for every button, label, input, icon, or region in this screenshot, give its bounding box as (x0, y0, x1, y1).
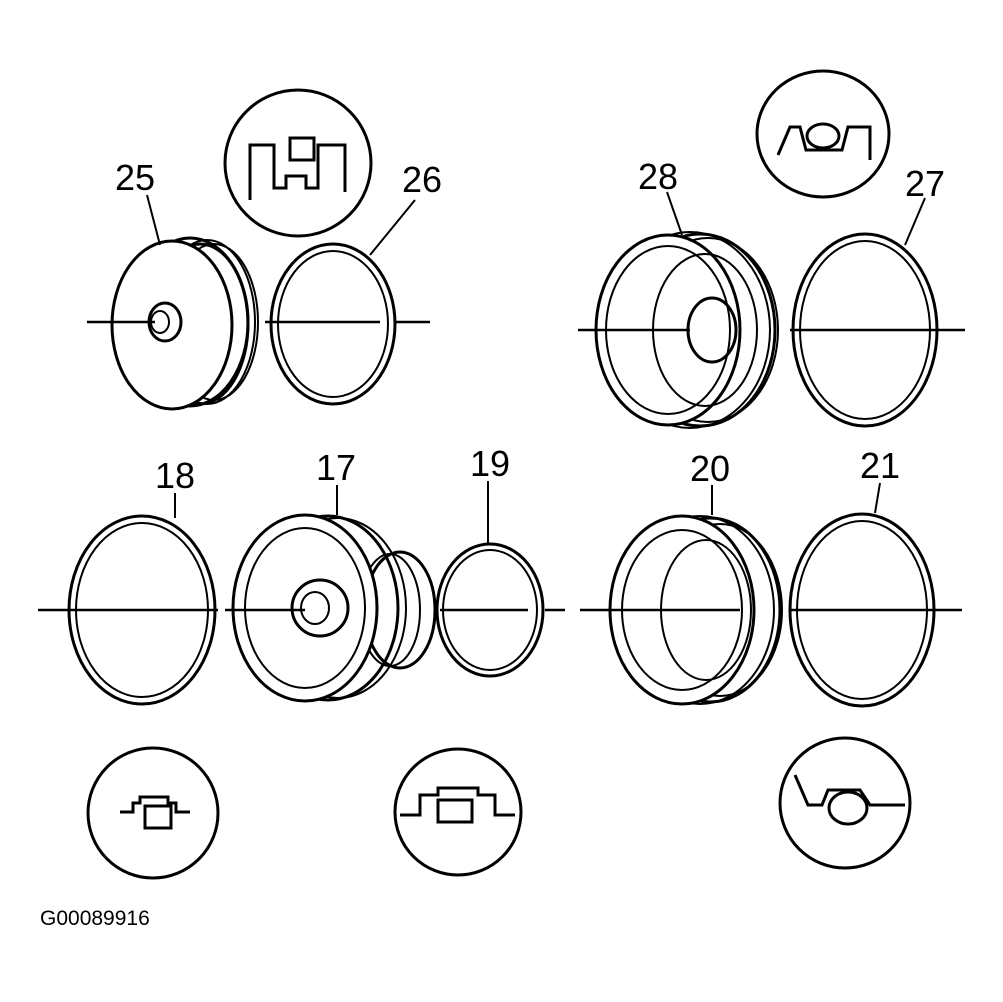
detail-circle-upper-right (755, 69, 891, 199)
callout-19: 19 (470, 443, 510, 484)
detail-circle-lower-middle (393, 747, 523, 877)
part-28-piston (578, 231, 779, 429)
part-17-piston (225, 513, 437, 703)
part-26-seal-ring (265, 242, 430, 406)
figure-reference-code: G00089916 (40, 907, 150, 930)
part-25-piston (87, 236, 259, 411)
detail-circle-upper-left (223, 88, 373, 238)
callout-17: 17 (316, 447, 356, 488)
part-27-seal-ring (790, 232, 965, 428)
detail-circle-lower-left (86, 746, 220, 880)
callout-21: 21 (860, 445, 900, 486)
part-21-seal-ring (788, 512, 962, 708)
part-19-seal-ring (435, 542, 565, 678)
callout-26: 26 (402, 159, 442, 200)
callout-20: 20 (690, 448, 730, 489)
part-20-piston (580, 514, 783, 706)
part-18-seal-ring (38, 514, 218, 706)
callout-18: 18 (155, 455, 195, 496)
leader-lines (146, 191, 926, 545)
callout-28: 28 (638, 156, 678, 197)
callout-27: 27 (905, 163, 945, 204)
detail-circle-lower-right (778, 736, 912, 870)
callout-25: 25 (115, 157, 155, 198)
